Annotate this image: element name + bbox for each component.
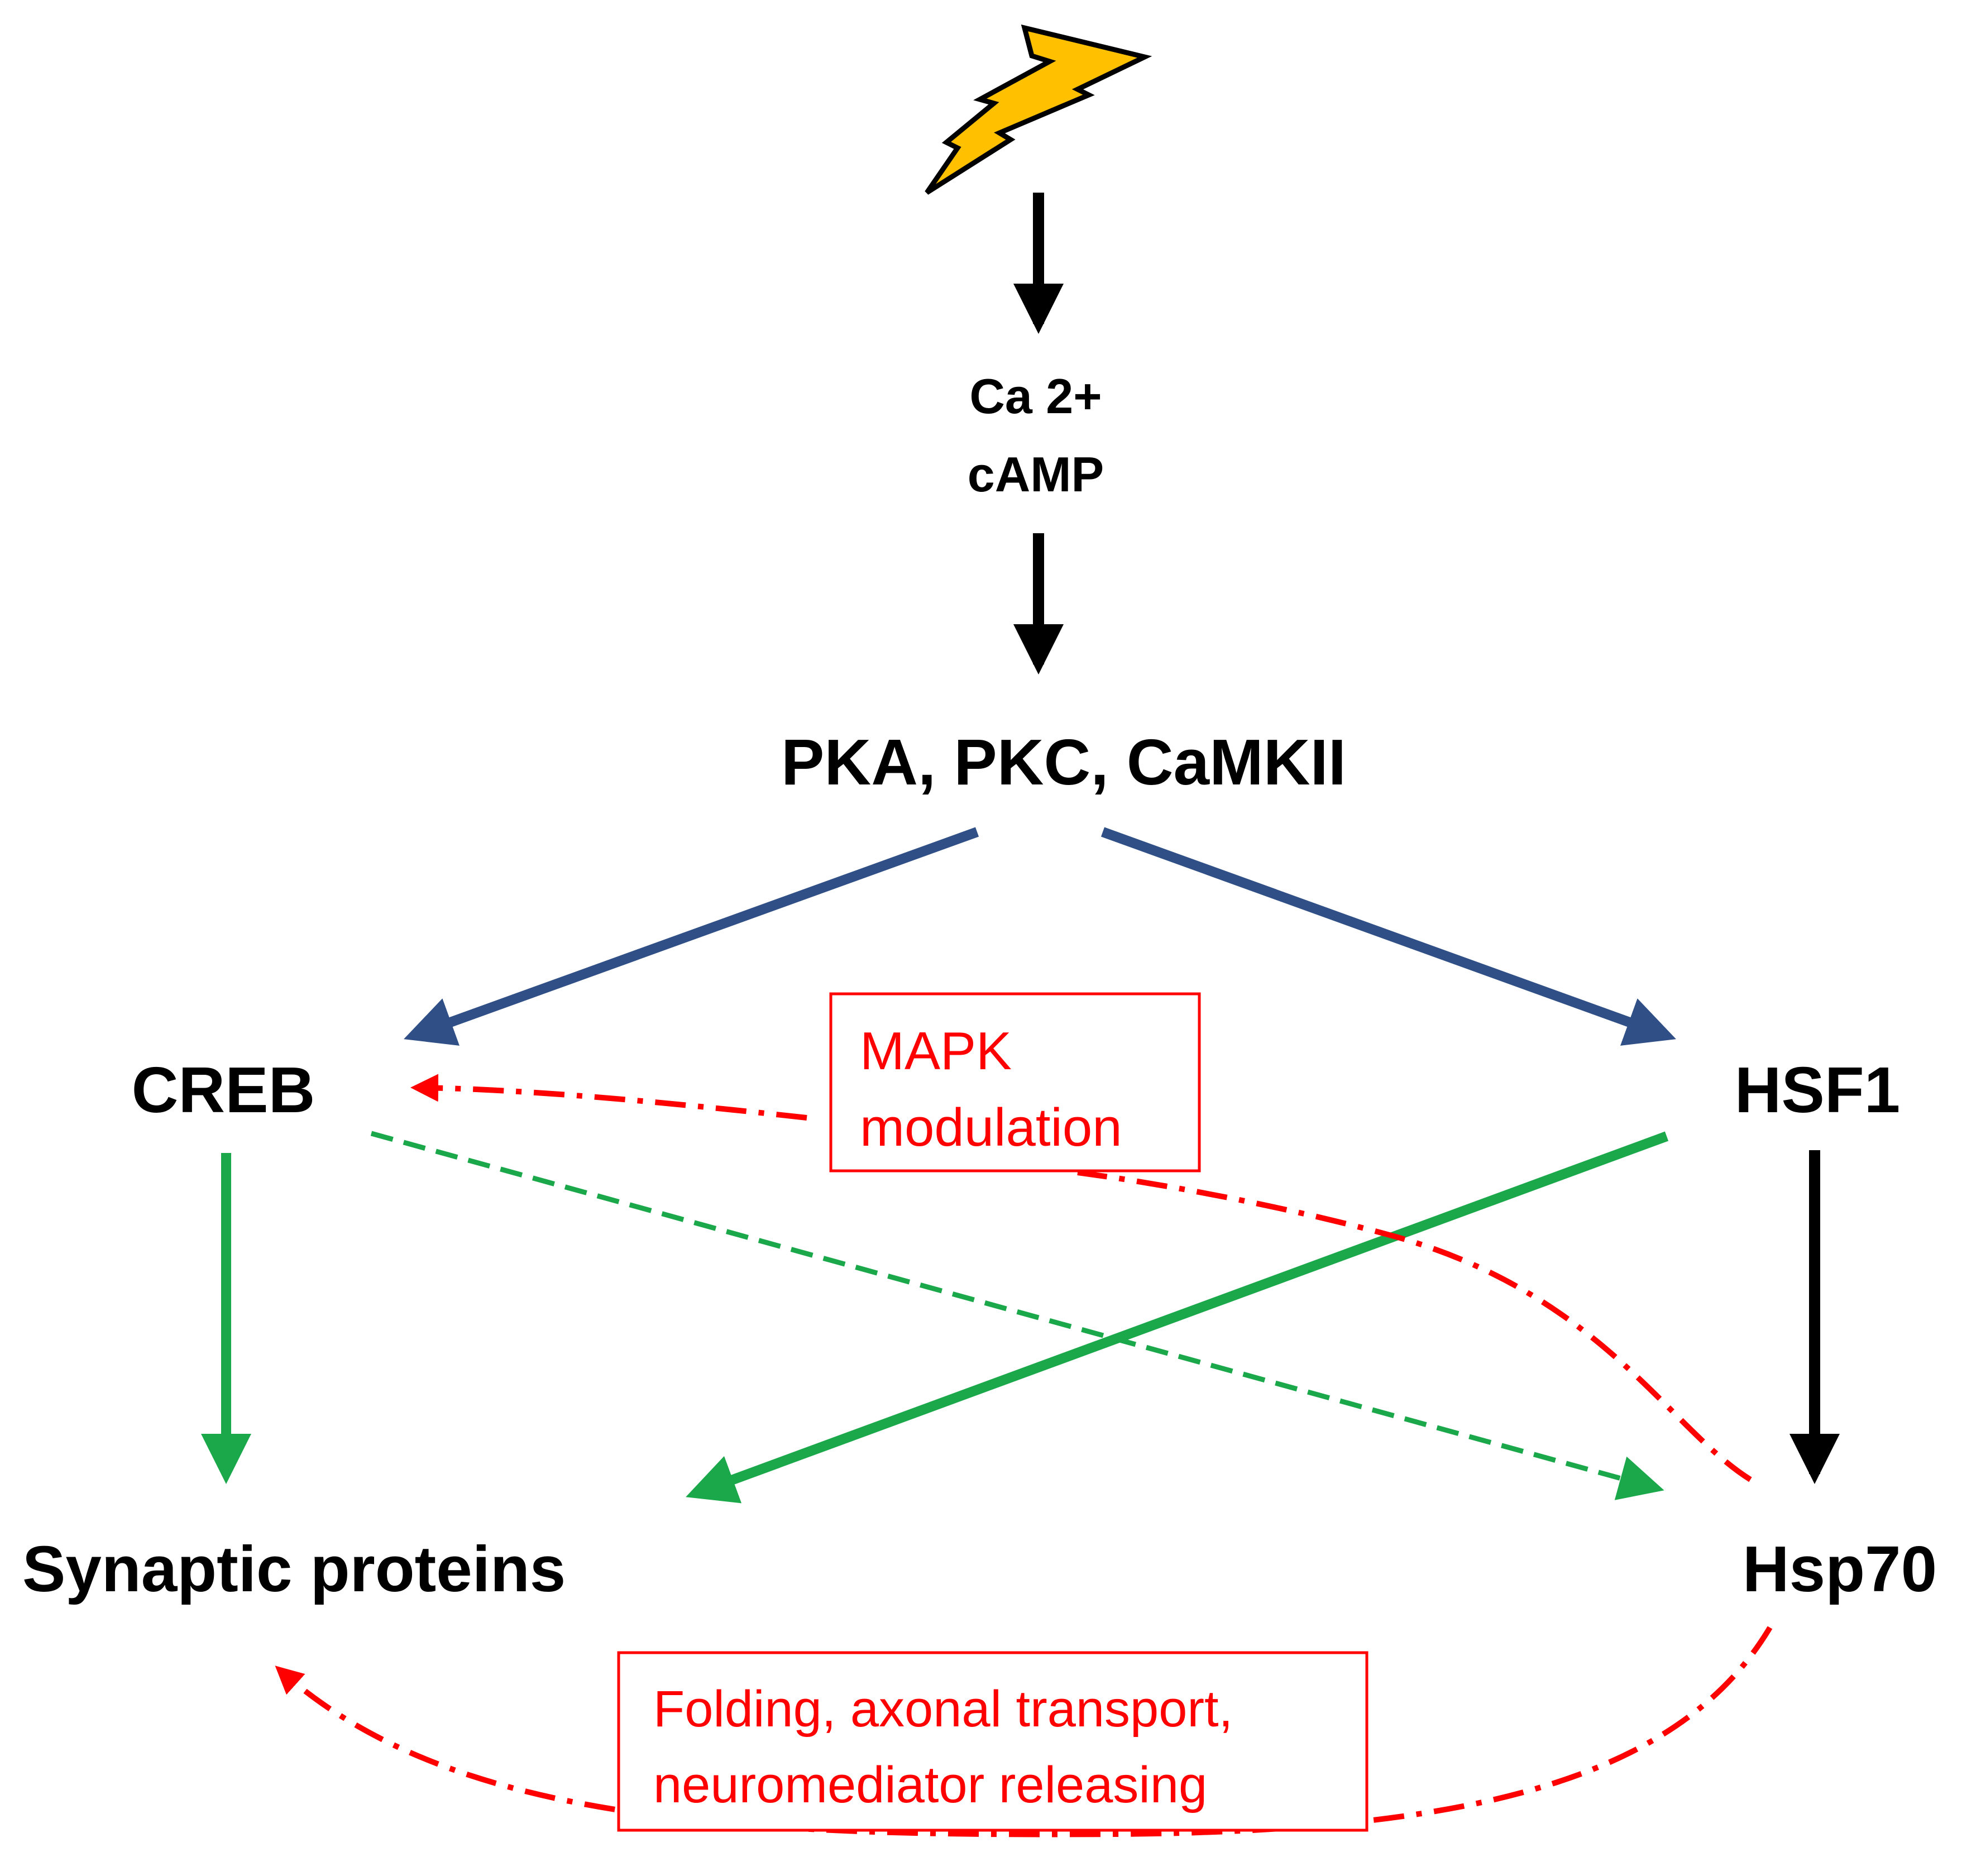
node-camp: cAMP bbox=[968, 447, 1104, 502]
node-synaptic-proteins: Synaptic proteins bbox=[22, 1533, 566, 1605]
node-creb: CREB bbox=[132, 1054, 315, 1126]
node-calcium: Ca 2+ bbox=[969, 368, 1102, 424]
node-hsp70: Hsp70 bbox=[1743, 1533, 1937, 1605]
red-arrow-mapk-to-creb bbox=[410, 1074, 807, 1121]
mapk-note-line2: modulation bbox=[860, 1098, 1122, 1157]
arrow-kinases-to-hsf1 bbox=[1100, 827, 1676, 1046]
node-hsf1: HSF1 bbox=[1735, 1054, 1901, 1126]
mapk-modulation-note: MAPK modulation bbox=[829, 992, 1201, 1172]
arrow-hsf1-to-synaptic-proteins bbox=[686, 1131, 1669, 1504]
mapk-modulation-box bbox=[829, 992, 1201, 1172]
folding-note-line1: Folding, axonal transport, bbox=[653, 1681, 1233, 1738]
lightning-bolt-icon bbox=[925, 24, 1152, 195]
arrow-kinases-to-creb bbox=[404, 827, 979, 1046]
folding-transport-note: Folding, axonal transport, neuromediator… bbox=[617, 1651, 1368, 1832]
mapk-note-line1: MAPK bbox=[860, 1021, 1012, 1081]
folding-transport-box bbox=[617, 1651, 1368, 1832]
red-arrow-hsp70-to-synaptic-proteins bbox=[275, 1626, 1773, 1837]
arrow-creb-to-hsp70-dashed bbox=[370, 1131, 1664, 1500]
node-kinases: PKA, PKC, CaMKII bbox=[781, 726, 1346, 798]
folding-note-line2: neuromediator releasing bbox=[653, 1757, 1207, 1813]
red-path-hsp70-to-mapk bbox=[1077, 1170, 1752, 1482]
